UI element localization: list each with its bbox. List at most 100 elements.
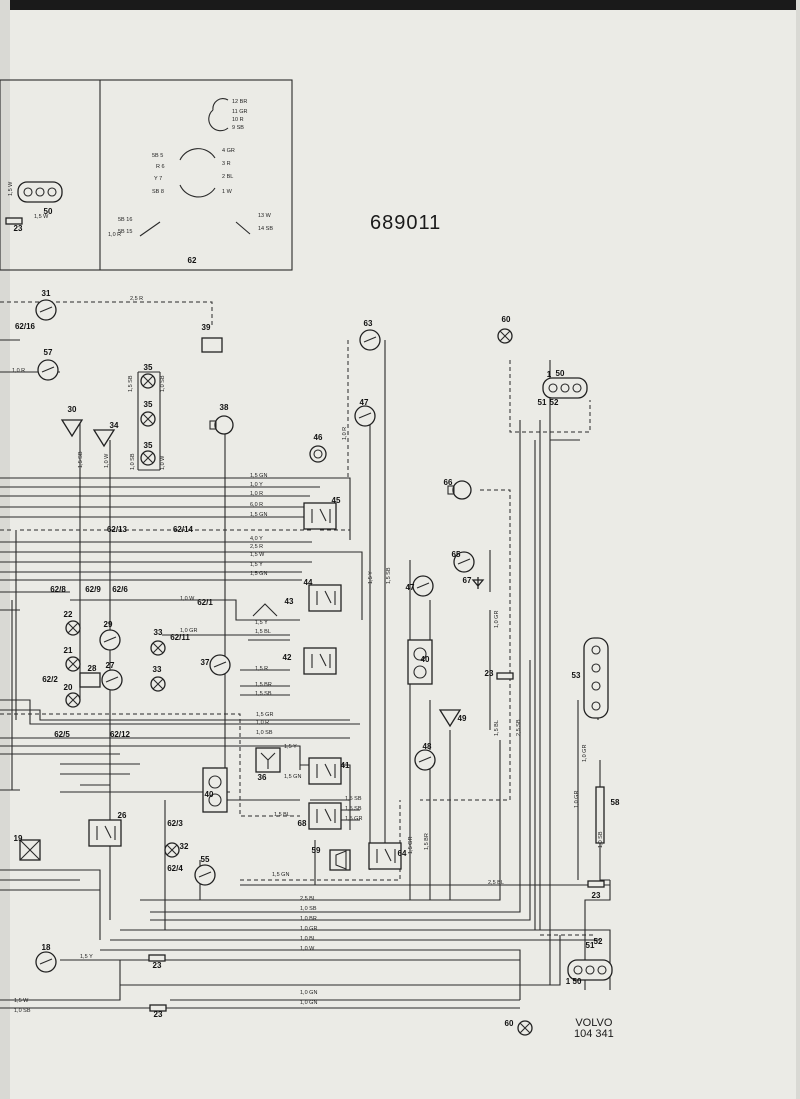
wire-label: 1,5 BR bbox=[424, 833, 430, 850]
wire-label: 1,0 GR bbox=[574, 791, 580, 808]
component-symbol bbox=[567, 959, 613, 981]
lamp-cross bbox=[519, 1022, 531, 1034]
component-label: 51 bbox=[586, 941, 595, 950]
horn-symbol bbox=[329, 849, 351, 871]
component-label: 40 bbox=[205, 790, 214, 799]
component-symbol bbox=[65, 692, 81, 708]
component-symbol bbox=[99, 629, 121, 651]
lamp-cross bbox=[152, 678, 164, 690]
wire-label: 1,5 SB bbox=[78, 451, 84, 468]
component-label: 35 bbox=[144, 363, 153, 372]
component-symbol bbox=[202, 767, 228, 813]
fuse-symbol bbox=[496, 672, 514, 680]
component-symbol bbox=[150, 676, 166, 692]
wire-label: 1,5 GN bbox=[272, 872, 289, 878]
lamp-cross bbox=[499, 330, 511, 342]
horn-bell bbox=[335, 850, 347, 870]
component-label: 50 bbox=[44, 207, 53, 216]
wire-label: 1,0 Y bbox=[250, 482, 263, 488]
coil-core bbox=[313, 449, 323, 459]
lamp-unit-symbol bbox=[567, 959, 613, 981]
component-label: 34 bbox=[110, 421, 119, 430]
scan-top-edge bbox=[0, 0, 800, 10]
motor-symbol bbox=[452, 480, 472, 500]
component-symbol bbox=[17, 181, 63, 203]
connector-62-terminal: 10 R bbox=[232, 117, 244, 123]
wire bbox=[137, 371, 161, 471]
wire bbox=[120, 935, 561, 986]
connector-62-label: 62 bbox=[188, 256, 197, 265]
connector-62-plug bbox=[208, 98, 229, 132]
component-label: 62/5 bbox=[54, 730, 70, 739]
relay-symbol bbox=[308, 757, 342, 785]
wire-label: 1,0 GN bbox=[300, 1000, 317, 1006]
component-label: 35 bbox=[144, 441, 153, 450]
wire-label: 1,5 SB bbox=[345, 796, 362, 802]
relay-symbol bbox=[88, 819, 122, 847]
wire-label: 1,5 SB bbox=[345, 806, 362, 812]
component-label: 23 bbox=[14, 224, 23, 233]
wire-label: 1,0 BR bbox=[300, 916, 317, 922]
wire-label: 1,5 R bbox=[255, 666, 268, 672]
relay-contacts bbox=[311, 508, 331, 523]
motor-housing bbox=[447, 485, 455, 495]
component-label: 62/14 bbox=[173, 525, 194, 534]
wire-label: 1,5 GR bbox=[345, 816, 362, 822]
component-symbol bbox=[497, 328, 513, 344]
wire bbox=[584, 880, 611, 990]
wire bbox=[100, 949, 521, 1000]
panel-bulb bbox=[591, 681, 601, 691]
component-graphics bbox=[5, 181, 613, 1036]
wire-label: 1,0 W bbox=[104, 453, 110, 468]
relay-contacts bbox=[316, 763, 336, 778]
lamp-cross bbox=[152, 642, 164, 654]
lamp-unit-bulb bbox=[23, 187, 33, 197]
wire bbox=[0, 709, 350, 721]
component-symbol bbox=[65, 656, 81, 672]
component-symbol bbox=[303, 647, 337, 675]
wire bbox=[11, 530, 17, 790]
wire bbox=[70, 599, 300, 621]
lamp-unit-bulb bbox=[573, 965, 583, 975]
component-label: 23 bbox=[154, 1010, 163, 1019]
wire-label: 1,5 BL bbox=[494, 720, 500, 736]
component-label: 1 bbox=[566, 977, 571, 986]
gauge-needle bbox=[418, 756, 432, 763]
component-label: 58 bbox=[611, 798, 620, 807]
component-label: 18 bbox=[42, 943, 51, 952]
wire-label: 1,5 Y bbox=[255, 620, 268, 626]
component-label: 65 bbox=[452, 550, 461, 559]
gauge-needle bbox=[416, 582, 430, 589]
component-symbol bbox=[149, 1004, 167, 1012]
component-label: 66 bbox=[444, 478, 453, 487]
component-label: 21 bbox=[64, 646, 73, 655]
lamp-cross bbox=[67, 658, 79, 670]
component-symbol bbox=[329, 849, 351, 871]
switch-symbol bbox=[201, 337, 223, 353]
maker-name: VOLVO bbox=[575, 1017, 613, 1029]
component-label: 62/16 bbox=[15, 322, 36, 331]
lamp-cross bbox=[67, 694, 79, 706]
component-label: 68 bbox=[298, 819, 307, 828]
component-label: 62/4 bbox=[167, 864, 183, 873]
wire-label: 1,5 BL bbox=[274, 812, 290, 818]
component-symbol bbox=[65, 620, 81, 636]
panel-bulb bbox=[591, 701, 601, 711]
fuse-symbol bbox=[5, 217, 23, 225]
sender-symbol bbox=[60, 419, 84, 438]
relay-symbol bbox=[308, 802, 342, 830]
lamp-cross bbox=[142, 452, 154, 464]
component-symbol bbox=[308, 802, 342, 830]
component-label: 49 bbox=[458, 714, 467, 723]
relay-contacts bbox=[316, 590, 336, 605]
component-symbol bbox=[164, 842, 180, 858]
wire-label: 1,0 SB bbox=[130, 453, 136, 470]
component-label: 33 bbox=[154, 628, 163, 637]
wire bbox=[140, 740, 501, 901]
connector-62-terminal: 11 GR bbox=[232, 109, 248, 115]
connector-62-terminal: 2 BL bbox=[222, 174, 233, 180]
gauge-needle bbox=[105, 676, 119, 683]
component-symbol bbox=[453, 551, 475, 573]
lamp-unit-symbol bbox=[17, 181, 63, 203]
